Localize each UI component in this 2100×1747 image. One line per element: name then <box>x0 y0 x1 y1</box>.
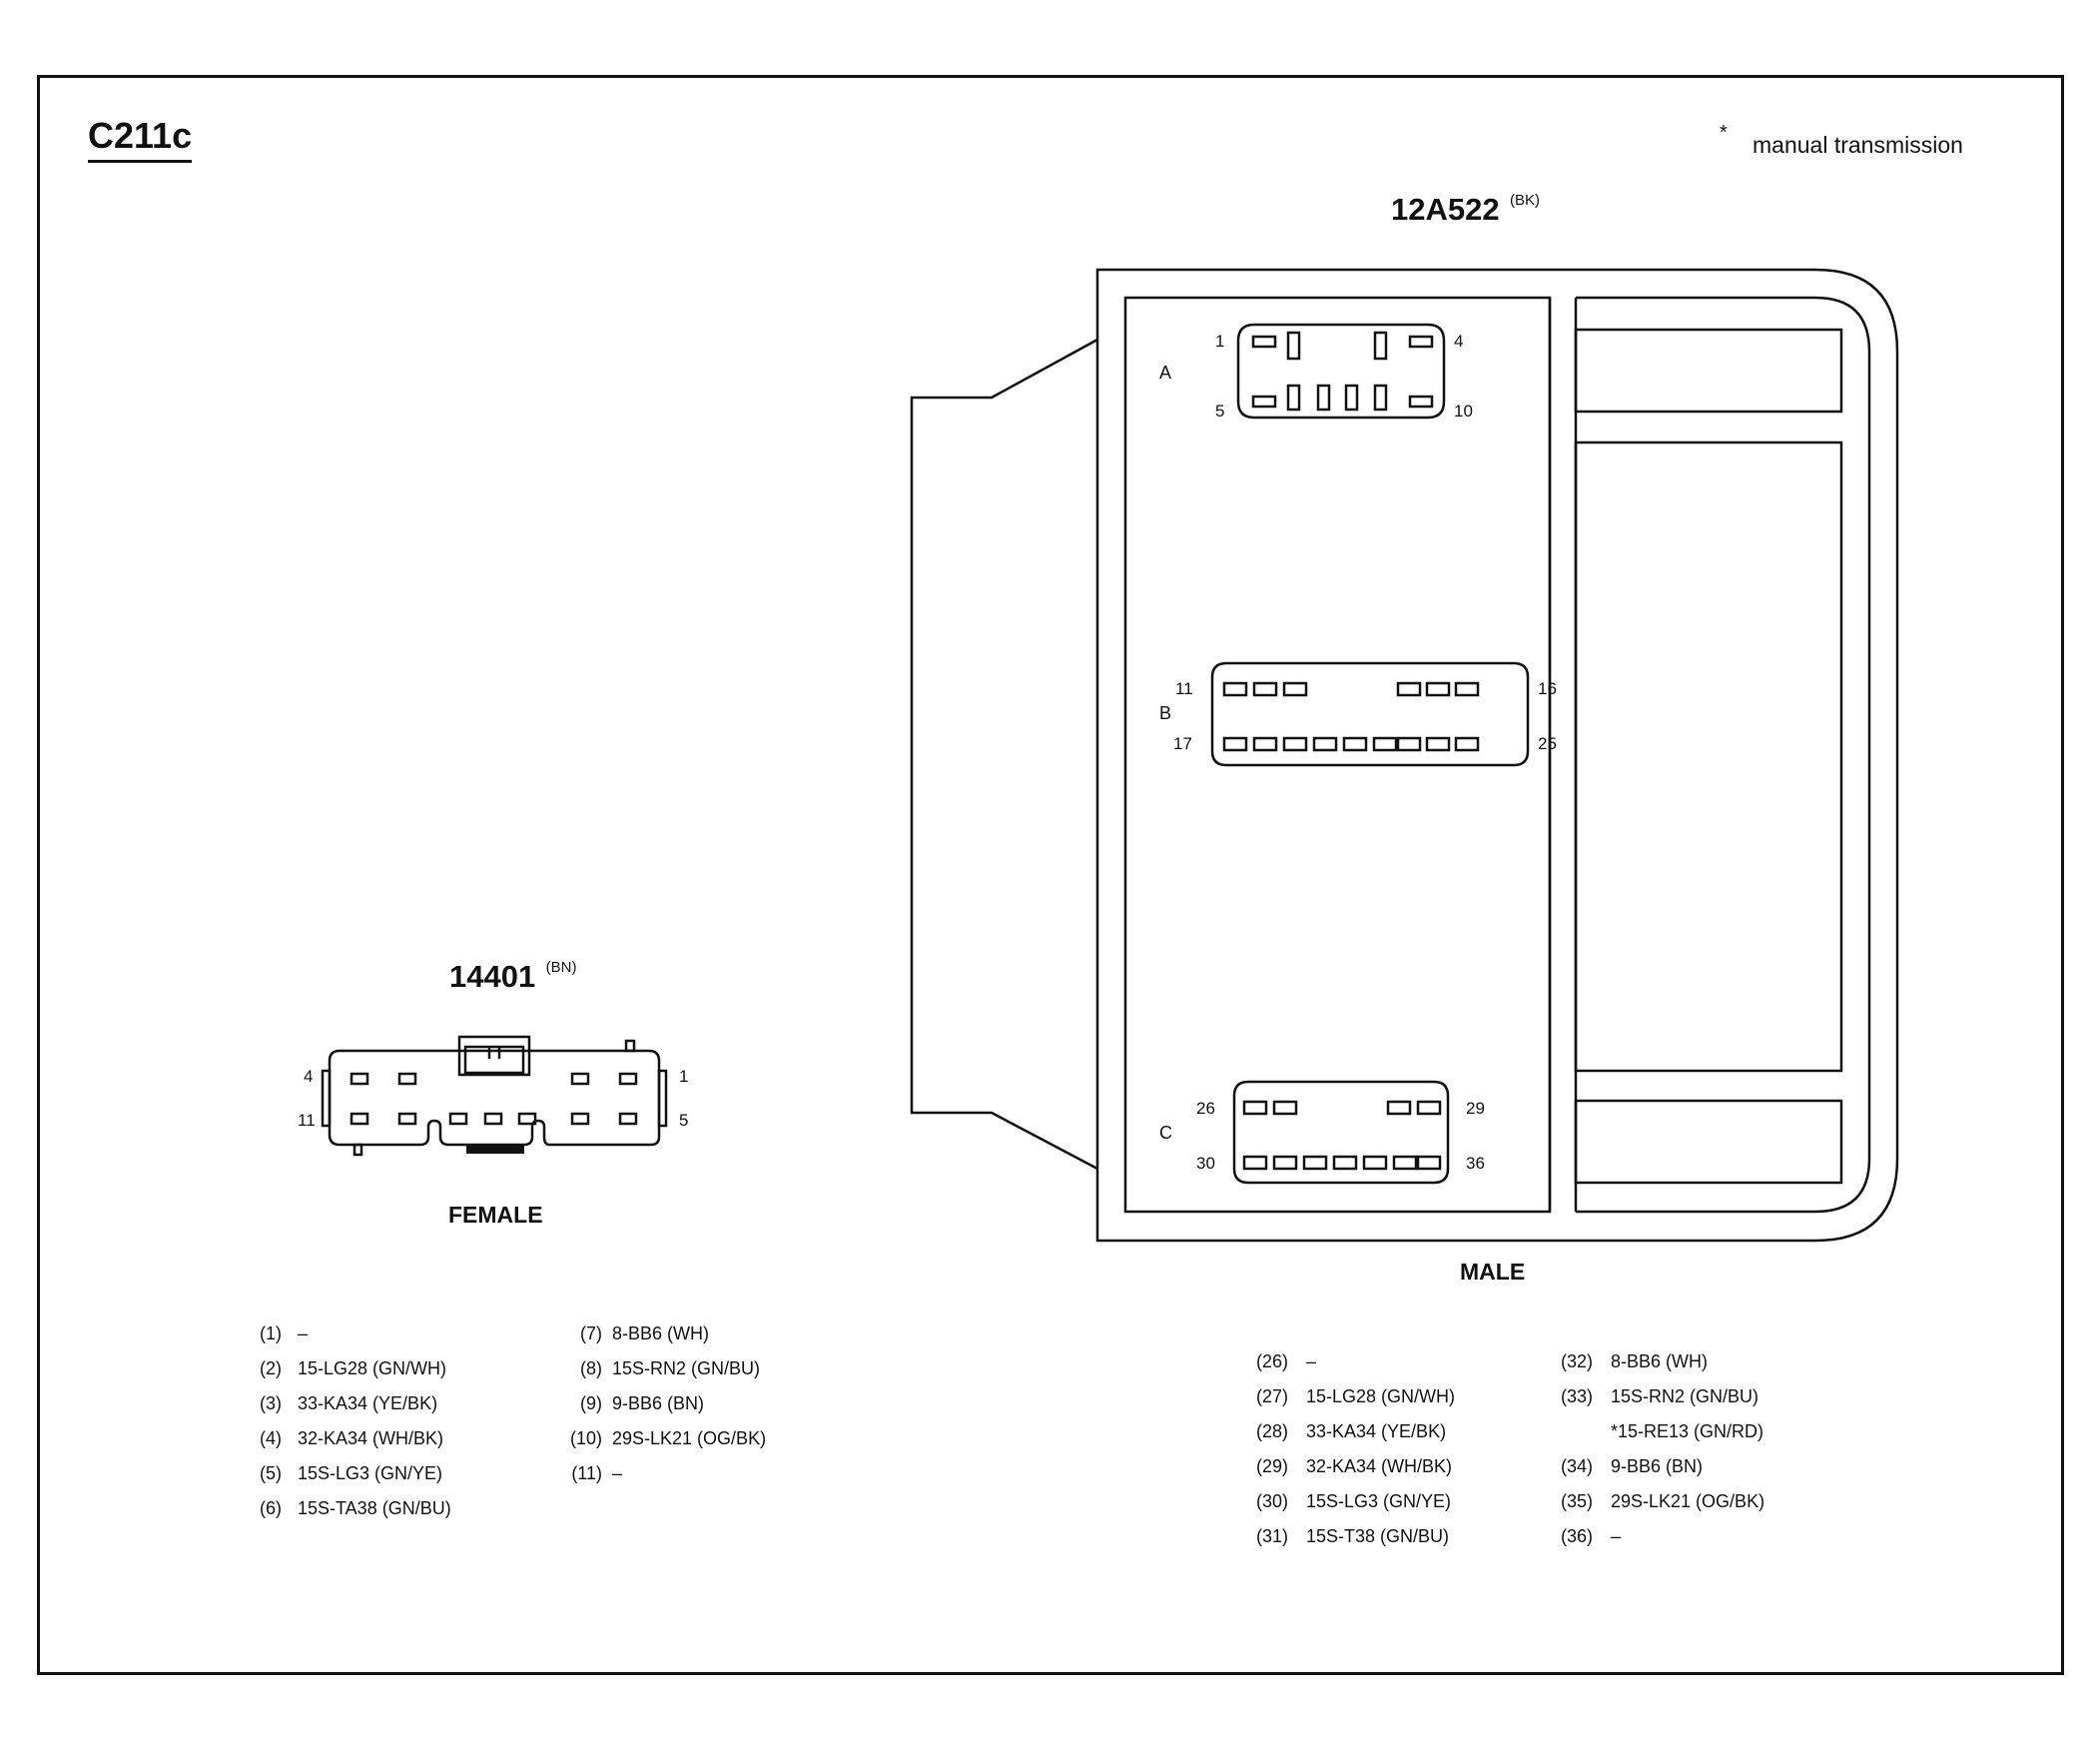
table-row: (2)15-LG28 (GN/WH) <box>260 1358 447 1378</box>
cavity-b-pin-tr: 16 <box>1538 679 1557 698</box>
cavity-b-label: B <box>1159 703 1172 723</box>
cavity-b-pin-bl: 17 <box>1173 734 1192 753</box>
female-part-number: 14401 <box>449 959 536 994</box>
table-row: (29)32-KA34 (WH/BK) <box>1256 1456 1453 1476</box>
male-connector-body <box>910 268 1899 1243</box>
table-row: (28)33-KA34 (YE/BK) <box>1256 1421 1447 1441</box>
female-connector-body <box>321 1035 668 1157</box>
male-pin-table-left: (26)– (27)15-LG28 (GN/WH) (28)33-KA34 (Y… <box>1256 1344 1455 1554</box>
male-part-number-group: 12A522 (BK) <box>1391 192 1540 228</box>
cavity-c-pin-bl: 30 <box>1196 1154 1215 1173</box>
cavity-a-label: A <box>1159 363 1172 383</box>
table-row: (27)15-LG28 (GN/WH) <box>1256 1386 1456 1406</box>
table-row: (6)15S-TA38 (GN/BU) <box>260 1498 451 1518</box>
cavity-a-pin-tl: 1 <box>1215 332 1225 351</box>
female-color-code: (BN) <box>545 959 577 976</box>
table-row: (34)9-BB6 (BN) <box>1561 1456 1704 1476</box>
male-part-number: 12A522 <box>1391 192 1500 227</box>
table-row: *15-RE13 (GN/RD) <box>1611 1421 1764 1441</box>
cavity-c-pin-br: 36 <box>1466 1154 1485 1173</box>
female-bottom-key <box>466 1145 524 1154</box>
table-row: (35)29S-LK21 (OG/BK) <box>1561 1491 1765 1511</box>
table-row: (5)15S-LG3 (GN/YE) <box>260 1463 443 1483</box>
diagram-frame <box>37 75 2064 1675</box>
male-pin-table-right: (32)8-BB6 (WH) (33)15S-RN2 (GN/BU) *15-R… <box>1561 1344 1764 1554</box>
female-pin-table-left: (1)– (2)15-LG28 (GN/WH) (3)33-KA34 (YE/B… <box>260 1316 451 1526</box>
cavity-b-pin-tl: 11 <box>1175 679 1193 698</box>
cavity-a-pin-bl: 5 <box>1215 402 1225 421</box>
table-row: (7)8-BB6 (WH) <box>580 1323 710 1343</box>
table-row: (9)9-BB6 (BN) <box>580 1393 705 1413</box>
table-row: (33)15S-RN2 (GN/BU) <box>1561 1386 1759 1406</box>
cavity-c-label: C <box>1159 1123 1172 1143</box>
female-label: FEMALE <box>448 1202 543 1228</box>
cavity-b-pin-br: 25 <box>1538 734 1557 753</box>
table-row: (26)– <box>1256 1351 1317 1371</box>
table-row: (1)– <box>260 1323 309 1343</box>
cavity-c-pin-tr: 29 <box>1466 1099 1485 1118</box>
female-pin-top-right: 1 <box>679 1067 689 1086</box>
female-pin-bottom-right: 5 <box>679 1111 689 1130</box>
female-pin-bottom-left: 11 <box>298 1111 316 1130</box>
connector-id: C211c <box>88 116 193 163</box>
table-row: (10)29S-LK21 (OG/BK) <box>569 1428 767 1448</box>
note-text: manual transmission <box>1752 132 1963 158</box>
cavity-a-pin-br: 10 <box>1454 402 1473 421</box>
table-row: (32)8-BB6 (WH) <box>1561 1351 1709 1371</box>
table-row: (11)– <box>571 1463 623 1483</box>
male-label: MALE <box>1460 1259 1526 1285</box>
table-row: (3)33-KA34 (YE/BK) <box>260 1393 438 1413</box>
note-marker: * <box>1720 122 1728 144</box>
table-row: (30)15S-LG3 (GN/YE) <box>1256 1491 1452 1511</box>
cavity-a-outline <box>1236 323 1446 420</box>
table-row: (4)32-KA34 (WH/BK) <box>260 1428 444 1448</box>
table-row: (31)15S-T38 (GN/BU) <box>1256 1526 1450 1546</box>
female-part-number-group: 14401 (BN) <box>449 959 577 995</box>
cavity-c-pin-tl: 26 <box>1196 1099 1215 1118</box>
table-row: (8)15S-RN2 (GN/BU) <box>580 1358 761 1378</box>
male-color-code: (BK) <box>1510 192 1541 209</box>
female-pin-table-right: (7)8-BB6 (WH) (8)15S-RN2 (GN/BU) (9)9-BB… <box>554 1316 766 1491</box>
female-pin-top-left: 4 <box>304 1067 314 1086</box>
cavity-a-pin-tr: 4 <box>1454 332 1464 351</box>
cavity-b-outline <box>1210 661 1530 767</box>
cavity-c-outline <box>1232 1080 1450 1185</box>
table-row: (36)– <box>1561 1526 1622 1546</box>
